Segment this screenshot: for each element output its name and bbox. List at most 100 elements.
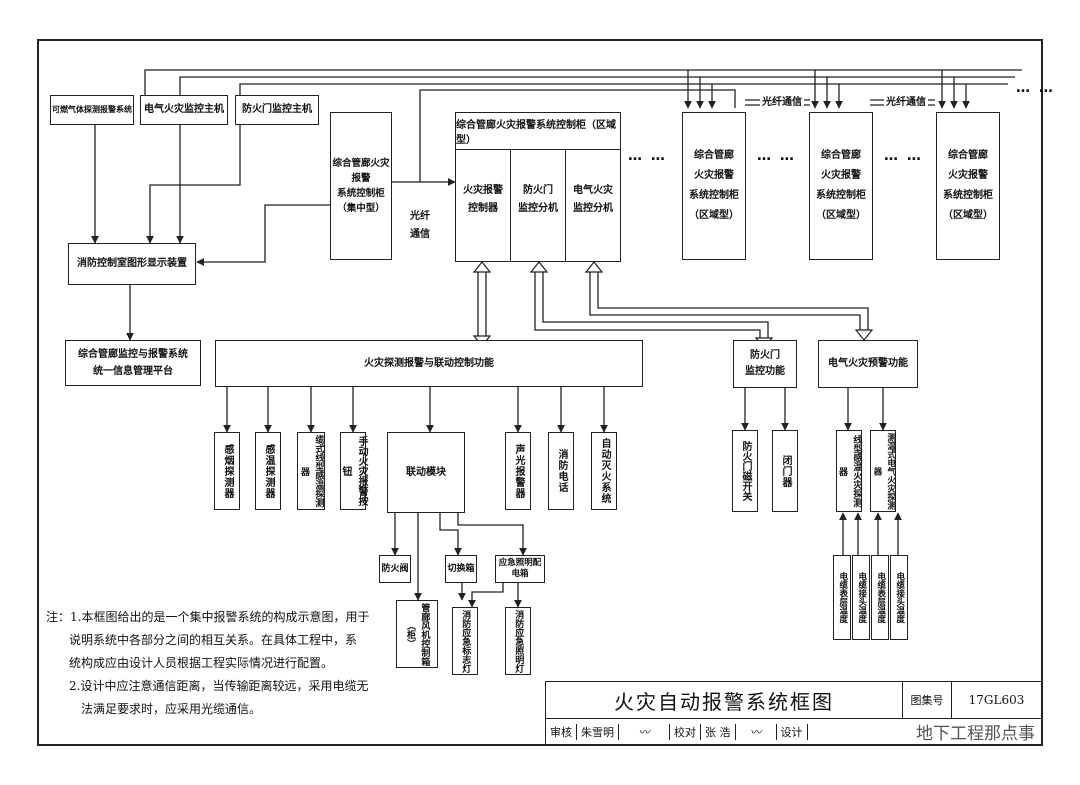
fire-alarm-controller-line-2: 控制器 [468, 203, 498, 214]
display-device-label: 消防控制室图形显示装置 [77, 258, 187, 269]
fire-door-submonitor-line-2: 监控分机 [518, 203, 558, 214]
regional-4-line-2: 火灾报警 [948, 170, 988, 181]
regional-4-line-4: （区域型） [943, 210, 993, 221]
audio-visual-alarm: 声光报警器 [505, 432, 531, 510]
fan-control-box-label: 管廊风机控制箱（柜） [405, 602, 430, 666]
cable-joint-temp-2: 电缆接头温度 [890, 555, 908, 640]
fire-door-submonitor-line-1: 防火门 [523, 185, 553, 196]
regional-3-line-2: 火灾报警 [821, 170, 861, 181]
cable-joint-temp-1-label: 电缆接头温度 [856, 572, 867, 623]
fiber-label-left-2: 通信 [410, 229, 430, 240]
function-bar-label: 火灾探测报警与联动控制功能 [364, 357, 494, 369]
cable-surface-temp-2-label: 电缆表层温度 [875, 572, 886, 623]
regional-3-line-3: 系统控制柜 [816, 190, 866, 201]
switch-box: 切换箱 [445, 555, 477, 583]
fiber-label-left: 光纤 通信 [410, 208, 430, 244]
signature-row: 审核 朱雪明 〰 校对 张 浩 〰 设计 地下工程那点事 [545, 718, 1042, 745]
cable-surface-temp-2: 电缆表层温度 [871, 555, 889, 640]
emergency-light-lamp-label: 消防应急照明灯 [513, 609, 524, 673]
fire-door-host-box: 防火门监控主机 [235, 95, 319, 125]
note-line-3: 统构成应由设计人员根据工程实际情况进行配置。 [69, 656, 334, 670]
electric-function-label: 电气火灾预警功能 [828, 358, 908, 369]
emergency-sign-lamp-label: 消防应急标志灯 [460, 609, 471, 673]
fire-door-function-line-2: 监控功能 [745, 366, 785, 377]
atlas-number: 17GL603 [951, 681, 1042, 719]
info-platform: 综合管廊监控与报警系统统一信息管理平台 [65, 340, 201, 386]
fiber-label-top-1: 光纤通信 [760, 93, 804, 108]
regional-3-line-1: 综合管廊 [821, 150, 861, 161]
central-cabinet-line-2: 系统控制柜 [337, 188, 385, 199]
info-platform-line-2: 统一信息管理平台 [93, 366, 173, 377]
heat-detector-label: 感温探测器 [263, 443, 274, 499]
electric-function: 电气火灾预警功能 [818, 340, 918, 388]
central-cabinet-line-3: （集中型） [337, 203, 385, 215]
note-line-5: 法满足要求时，应采用光缆通信。 [81, 702, 262, 716]
cable-joint-temp-2-label: 电缆接头温度 [894, 572, 905, 623]
auto-extinguish-label: 自动灭火系统 [599, 438, 610, 504]
regional-cabinet-4: 综合管廊火灾报警系统控制柜（区域型） [936, 112, 1000, 260]
fire-alarm-controller: 火灾报警控制器 [456, 150, 511, 262]
ellipsis-1: … … [628, 148, 667, 164]
fire-door-function-line-1: 防火门 [750, 350, 780, 361]
central-cabinet-line-1: 综合管廊火灾报警 [332, 157, 390, 184]
manual-alarm-button-label: 手动火灾报警按钮 [340, 436, 367, 506]
fire-alarm-controller-line-1: 火灾报警 [463, 185, 503, 196]
note-line-1: 注：1.本框图给出的是一个集中报警系统的构成示意图，用于 [46, 610, 370, 624]
electric-fire-submonitor-line-2: 监控分机 [573, 203, 613, 214]
ellipsis-4: … … [1016, 80, 1055, 96]
door-closer-label: 闭门器 [780, 454, 791, 488]
checker-name: 张 浩 [701, 723, 736, 740]
linkage-module: 联动模块 [387, 432, 465, 513]
linkage-module-label: 联动模块 [406, 466, 446, 478]
manual-alarm-button: 手动火灾报警按钮 [340, 432, 367, 510]
cable-surface-temp-1-label: 电缆表层温度 [837, 572, 848, 623]
regional-cabinet-2: 综合管廊火灾报警系统控制柜（区域型） [682, 112, 746, 260]
ellipsis-2: … … [757, 148, 796, 164]
watermark: 地下工程那点事 [916, 724, 1035, 744]
note-line-2: 说明系统中各部分之间的相互关系。在具体工程中，系 [69, 633, 358, 647]
fire-door-submonitor: 防火门监控分机 [511, 150, 566, 262]
fire-damper: 防火阀 [379, 555, 411, 583]
emergency-distribution-box: 应急照明配电箱 [495, 555, 545, 583]
fire-damper-label: 防火阀 [381, 563, 409, 574]
drawing-title: 火灾自动报警系统框图 [545, 681, 903, 719]
regional-cabinet-3: 综合管廊火灾报警系统控制柜 （区域型） [809, 112, 873, 260]
design-label: 设计 [777, 723, 808, 740]
notes: 注：1.本框图给出的是一个集中报警系统的构成示意图，用于 说明系统中各部分之间的… [46, 606, 369, 721]
fire-phone-label: 消防电话 [556, 449, 567, 493]
central-cabinet: 综合管廊火灾报警 系统控制柜 （集中型） [330, 112, 392, 260]
electric-fire-submonitor-line-1: 电气火灾 [573, 185, 613, 196]
smoke-detector-label: 感烟探测器 [222, 443, 233, 499]
regional-cabinet-main: 综合管廊火灾报警系统控制柜（区域型） 火灾报警控制器 防火门监控分机 电气火灾监… [455, 112, 621, 262]
gas-detection-label: 可燃气体探测报警系统 [52, 104, 132, 114]
fiber-label-left-1: 光纤 [410, 211, 430, 222]
fire-phone: 消防电话 [548, 432, 574, 510]
cable-heat-detector-label: 缆式线型感温探测器 [299, 435, 324, 507]
linear-heat-fire-detector: 线型感温火灾探测器 [836, 430, 862, 512]
review-label: 审核 [546, 723, 577, 740]
regional-3-line-4: （区域型） [816, 210, 866, 221]
temp-electric-fire-detector: 测温式电气火灾探测器 [870, 430, 896, 512]
audio-visual-alarm-label: 声光报警器 [513, 443, 524, 499]
auto-extinguish: 自动灭火系统 [591, 432, 617, 510]
ellipsis-3: … … [884, 148, 923, 164]
fire-door-function: 防火门监控功能 [733, 340, 797, 388]
regional-2-line-2: 火灾报警 [694, 170, 734, 181]
function-bar: 火灾探测报警与联动控制功能 [215, 340, 643, 387]
info-platform-line-1: 综合管廊监控与报警系统 [78, 349, 188, 360]
atlas-label: 图集号 [902, 681, 952, 719]
reviewer-signature: 〰 [619, 723, 670, 740]
checker-signature: 〰 [736, 723, 777, 740]
fiber-label-top-2: 光纤通信 [884, 93, 928, 108]
fire-door-host-label: 防火门监控主机 [242, 104, 312, 115]
emergency-sign-lamp: 消防应急标志灯 [452, 607, 478, 675]
gas-detection-system-box: 可燃气体探测报警系统 [50, 95, 134, 125]
electric-fire-host-box: 电气火灾监控主机 [140, 95, 228, 125]
reviewer-name: 朱雪明 [577, 723, 619, 740]
electric-fire-submonitor: 电气火灾监控分机 [566, 150, 620, 262]
switch-box-label: 切换箱 [447, 563, 475, 574]
linear-heat-fire-detector-label: 线型感温火灾探测器 [837, 435, 862, 507]
electric-fire-host-label: 电气火灾监控主机 [144, 104, 224, 115]
temp-electric-fire-detector-label: 测温式电气火灾探测器 [872, 432, 896, 510]
heat-detector: 感温探测器 [255, 432, 281, 510]
